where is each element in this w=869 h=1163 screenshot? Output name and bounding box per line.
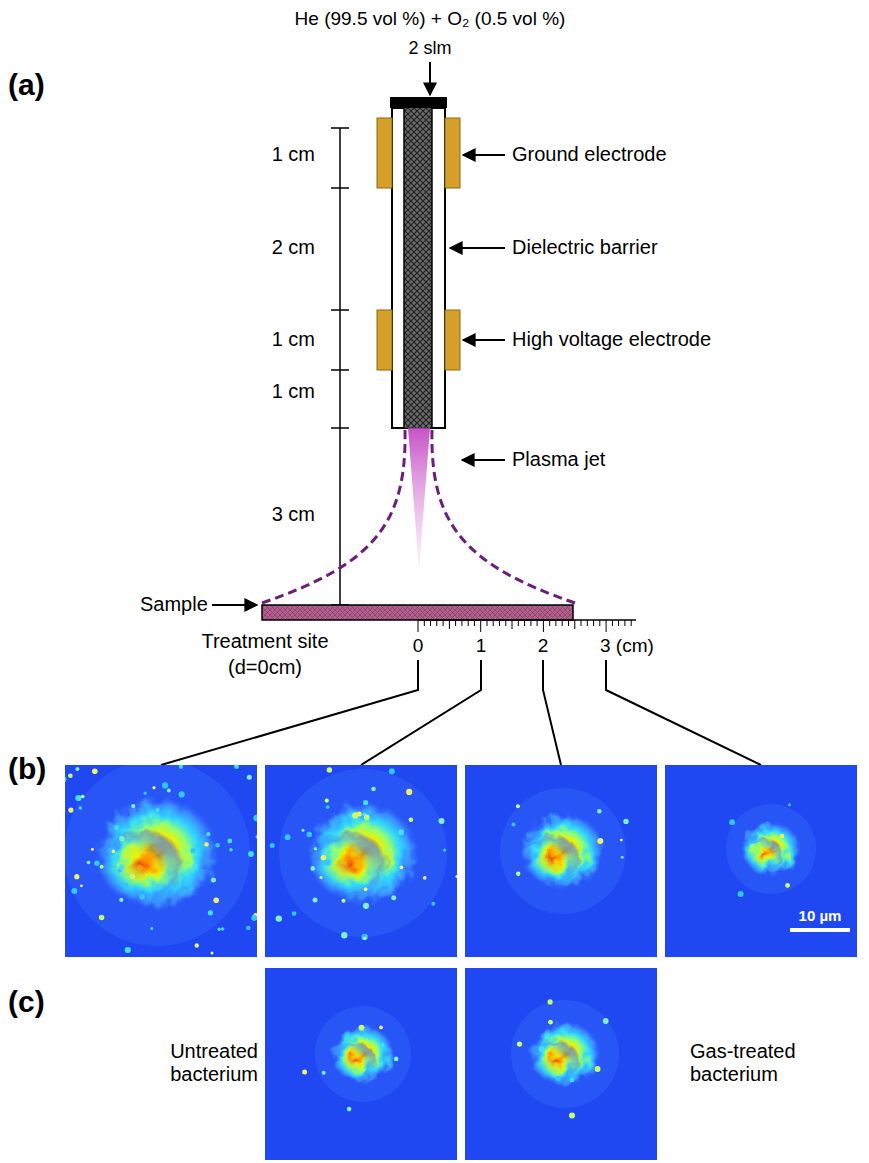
gas-arrow (429, 62, 431, 95)
ruler-tick (524, 620, 525, 626)
ruler-number: 1 (476, 635, 487, 657)
part-label: Plasma jet (512, 448, 605, 471)
panel-letter: (c) (8, 985, 45, 1020)
ruler-tick (499, 620, 500, 626)
panel-caption: Gas-treated bacterium (690, 1040, 820, 1086)
dimension-label: 2 cm (272, 236, 315, 259)
ruler-tick (568, 620, 569, 626)
dimension-label: 3 cm (272, 503, 315, 526)
gas-channel (404, 108, 432, 428)
ruler-tick (461, 620, 462, 626)
ruler-tick (443, 620, 444, 626)
ruler-tick (449, 620, 450, 629)
ruler-tick (581, 620, 582, 626)
ruler-tick (599, 620, 600, 626)
hv-electrode (377, 310, 392, 370)
panel-letter: (a) (8, 68, 45, 103)
ruler-tick (530, 620, 531, 626)
panel-caption: Untreated bacterium (148, 1040, 258, 1086)
ruler-tick (480, 620, 481, 632)
dimension-label: 1 cm (272, 380, 315, 403)
part-label: Dielectric barrier (512, 236, 658, 259)
micrograph-panel (265, 765, 470, 957)
part-label: Ground electrode (512, 143, 667, 166)
part-label: High voltage electrode (512, 328, 711, 351)
ruler (418, 620, 636, 632)
ruler-tick (418, 620, 419, 632)
scale-label: 10 µm (799, 907, 842, 924)
ruler-number: 2 (538, 635, 549, 657)
ruler-tick (537, 620, 538, 626)
ruler-tick (474, 620, 475, 626)
ruler-tick (555, 620, 556, 626)
hv-electrode (445, 310, 460, 370)
flow-rate: 2 slm (408, 38, 451, 59)
micrograph-panel (265, 968, 457, 1160)
ruler-tick (562, 620, 563, 626)
tube-cap (390, 97, 447, 108)
micrograph-panel (465, 968, 657, 1160)
ground-electrode (377, 118, 392, 188)
gas-label: He (99.5 vol %) + O₂ (0.5 vol %) (295, 8, 566, 30)
ruler-tick (593, 620, 594, 626)
panel-letter: (b) (8, 752, 46, 787)
ruler-tick (606, 620, 607, 632)
ruler-tick (505, 620, 506, 626)
ruler-tick (518, 620, 519, 626)
ruler-tick (436, 620, 437, 626)
micrograph-panel (665, 765, 857, 957)
sample-plate (262, 605, 573, 620)
ruler-tick (618, 620, 619, 626)
plasma-plume (262, 430, 405, 603)
scale-bar (790, 928, 850, 932)
ruler-tick (487, 620, 488, 626)
ruler-tick (549, 620, 550, 626)
ruler-tick (455, 620, 456, 626)
ruler-tick (430, 620, 431, 626)
ruler-tick (493, 620, 494, 626)
ruler-tick (587, 620, 588, 626)
micrographs (46, 738, 857, 1161)
dimension-label: 1 cm (272, 143, 315, 166)
ruler-number: 3 (cm) (600, 635, 654, 657)
ruler-tick (424, 620, 425, 626)
dimension-label: 1 cm (272, 328, 315, 351)
position-label: Treatment site (201, 630, 328, 653)
ruler-tick (624, 620, 625, 626)
pointer-arrows (212, 155, 505, 605)
ruler-number: 0 (413, 635, 424, 657)
dimension-bar (331, 128, 349, 605)
ruler-tick (574, 620, 575, 629)
position-label: (d=0cm) (228, 656, 302, 679)
plasma-core (408, 428, 430, 570)
ruler-tick (631, 620, 632, 626)
ruler-tick (543, 620, 544, 632)
micrograph-panel (46, 738, 273, 958)
ground-electrode (445, 118, 460, 188)
part-label: Sample (140, 593, 208, 616)
ruler-tick (468, 620, 469, 626)
dielectric-tube (392, 108, 445, 428)
micrograph-panel (465, 765, 657, 957)
ruler-tick (612, 620, 613, 626)
ruler-tick (512, 620, 513, 629)
